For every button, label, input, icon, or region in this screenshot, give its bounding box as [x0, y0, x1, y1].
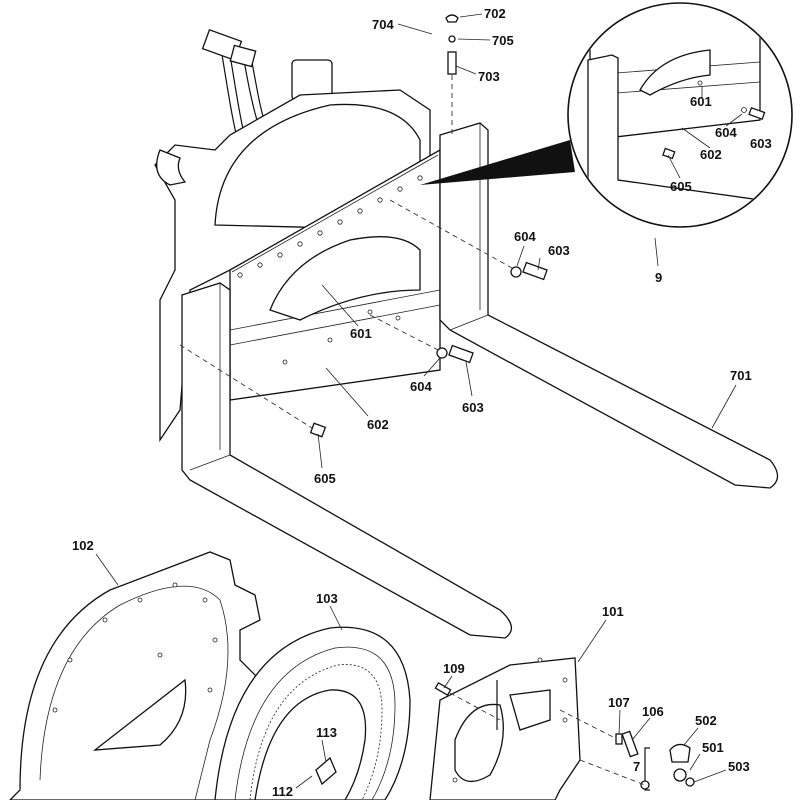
callout-602-detail: 602: [700, 147, 722, 162]
callout-102: 102: [72, 538, 94, 553]
callout-601: 601: [350, 326, 372, 341]
detail-view-9: [420, 2, 793, 228]
callout-604-upper: 604: [514, 229, 536, 244]
callout-502: 502: [695, 713, 717, 728]
callout-702: 702: [484, 6, 506, 21]
callout-701: 701: [730, 368, 752, 383]
fittings-and-pins: [434, 682, 695, 791]
callout-9: 9: [655, 270, 662, 285]
callout-603-detail: 603: [750, 136, 772, 151]
callout-604-lower: 604: [410, 379, 432, 394]
rotator-components: [9, 551, 695, 800]
callout-labels: 704 702 705 703 601 604 603 602 605 9 60…: [72, 6, 772, 799]
callout-601-detail: 601: [690, 94, 712, 109]
callout-113: 113: [316, 725, 337, 740]
carriage-fasteners: [179, 199, 548, 438]
callout-704: 704: [372, 17, 394, 32]
callout-503: 503: [728, 759, 750, 774]
callout-705: 705: [492, 33, 514, 48]
callout-605-detail: 605: [670, 179, 692, 194]
callout-604-detail: 604: [715, 125, 737, 140]
callout-109: 109: [443, 661, 465, 676]
fork-right: [439, 122, 779, 489]
part-102-cover-plate: [9, 551, 261, 800]
carriage-frame: [229, 148, 441, 401]
callout-7: 7: [633, 759, 640, 774]
callout-603-lower: 603: [462, 400, 484, 415]
fork-left: [181, 282, 512, 639]
callout-103: 103: [316, 591, 338, 606]
callout-501: 501: [702, 740, 724, 755]
callout-703: 703: [478, 69, 500, 84]
callout-106: 106: [642, 704, 664, 719]
callout-112: 112: [272, 784, 293, 799]
callout-602: 602: [367, 417, 389, 432]
callout-101: 101: [602, 604, 624, 619]
leader-lines: [95, 13, 743, 789]
part-103-slewing-ring: [214, 626, 411, 800]
part-101-mounting-bracket: [429, 657, 581, 800]
mounting-holes: [237, 175, 423, 365]
callout-605: 605: [314, 471, 336, 486]
callout-603-upper: 603: [548, 243, 570, 258]
hook-pin-parts: [445, 14, 459, 135]
fork-carriage-assembly: [154, 14, 779, 639]
callout-107: 107: [608, 695, 630, 710]
